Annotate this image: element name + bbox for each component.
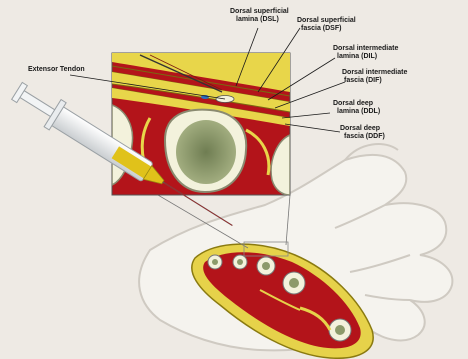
label-dil-line-1: Dorsal intermediate xyxy=(333,45,443,53)
syringe-plunger xyxy=(18,90,56,118)
label-dsl-line-1: Dorsal superficial xyxy=(230,8,340,16)
label-dif: Dorsal intermediate fascia (DIF) xyxy=(342,69,452,85)
label-dil: Dorsal intermediate lamina (DIL) xyxy=(333,45,443,61)
label-ddl: Dorsal deep lamina (DDL) xyxy=(333,100,443,116)
label-ddl-line-2: lamina (DDL) xyxy=(333,108,443,116)
label-dsf-line-1: Dorsal superficial xyxy=(297,17,407,25)
bone-marrow xyxy=(176,120,236,184)
label-dil-line-2: lamina (DIL) xyxy=(333,53,443,61)
label-ddl-line-1: Dorsal deep xyxy=(333,100,443,108)
label-dsf: Dorsal superficial fascia (DSF) xyxy=(297,17,407,33)
label-dif-line-1: Dorsal intermediate xyxy=(342,69,452,77)
label-ddf: Dorsal deep fascia (DDF) xyxy=(340,125,450,141)
label-dsf-line-2: fascia (DSF) xyxy=(297,25,407,33)
label-extensor-tendon: Extensor Tendon xyxy=(28,66,85,74)
label-ddf-line-1: Dorsal deep xyxy=(340,125,450,133)
label-ddf-line-2: fascia (DDF) xyxy=(340,133,450,141)
label-dif-line-2: fascia (DIF) xyxy=(342,77,452,85)
